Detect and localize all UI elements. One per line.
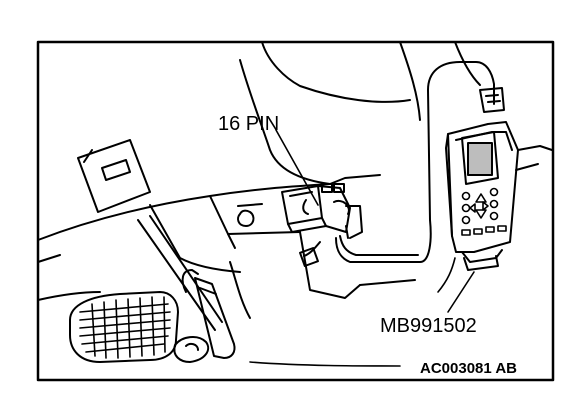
- pedal-assembly: [69, 215, 236, 363]
- kick-panel: [37, 254, 101, 301]
- connector-label: 16 PIN: [218, 113, 279, 135]
- callout-leaders: [249, 129, 475, 367]
- tool-leader: [437, 257, 456, 293]
- connector-leader: [275, 129, 319, 206]
- tool-leader-2: [447, 271, 475, 313]
- diagnostic-connector-icon: [237, 183, 363, 239]
- scan-tool-screen: [467, 142, 493, 176]
- figure-frame: [36, 40, 555, 382]
- figure-id-label: AC003081 AB: [420, 360, 517, 377]
- dashboard-lower-panel: [37, 41, 481, 319]
- tool-label: MB991502: [380, 315, 477, 337]
- side-vent-panel: [77, 139, 151, 213]
- adapter-cable: [299, 61, 495, 267]
- figure-id-leader: [249, 361, 401, 367]
- scan-tool-icon: [445, 87, 553, 271]
